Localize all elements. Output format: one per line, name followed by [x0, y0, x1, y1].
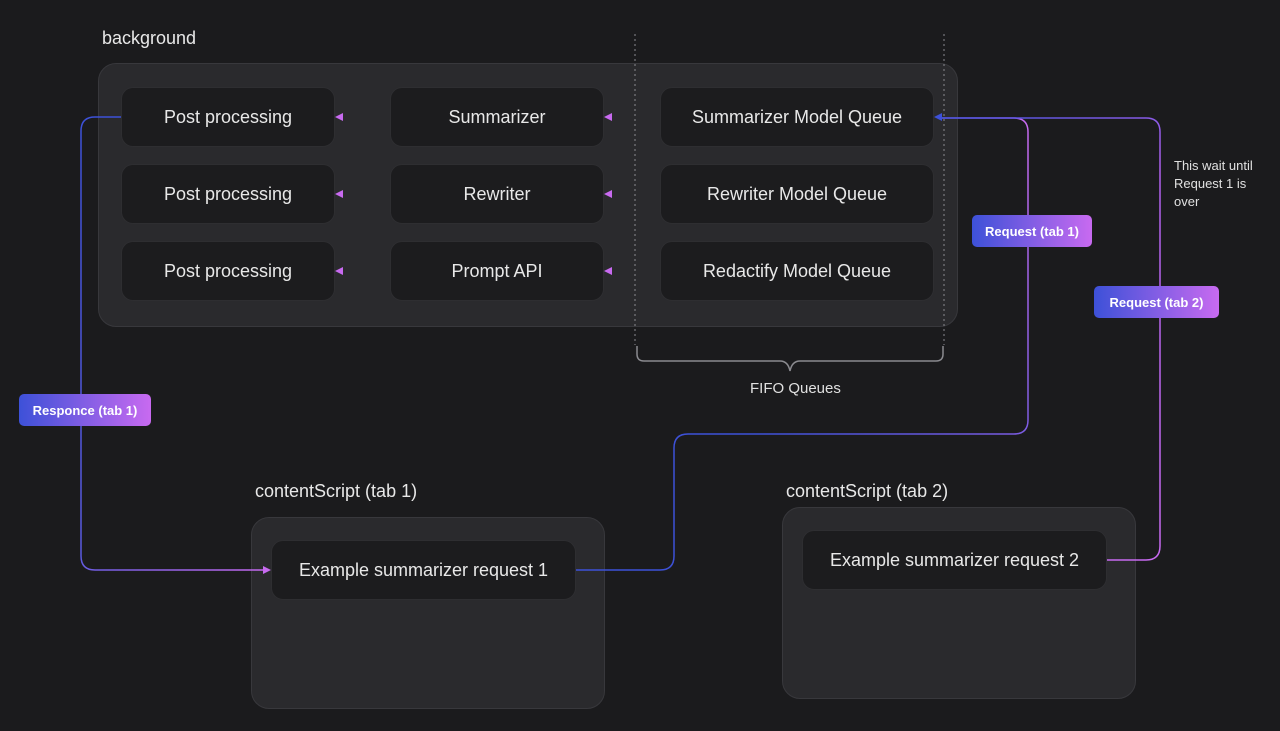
- tag-label: Request (tab 1): [985, 223, 1079, 239]
- node-label: Post processing: [163, 106, 293, 127]
- rewriter-queue-node: Rewriter Model Queue: [660, 164, 934, 224]
- post-processing-node: Post processing: [121, 87, 335, 147]
- prompt-api-node: Prompt API: [390, 241, 604, 301]
- node-label: Summarizer Model Queue: [691, 106, 903, 127]
- summarizer-queue-node: Summarizer Model Queue: [660, 87, 934, 147]
- tag-label: Responce (tab 1): [32, 402, 138, 418]
- tab2-group-label: contentScript (tab 2): [786, 481, 949, 501]
- summarizer-node: Summarizer: [390, 87, 604, 147]
- post-processing-node: Post processing: [121, 241, 335, 301]
- wait-note: This wait until Request 1 is over: [1174, 158, 1253, 209]
- redactify-queue-node: Redactify Model Queue: [660, 241, 934, 301]
- node-label: Example summarizer request 1: [298, 559, 549, 580]
- background-group-label: background: [102, 28, 197, 48]
- node-label: Prompt API: [451, 260, 543, 281]
- node-label: Example summarizer request 2: [829, 549, 1080, 570]
- node-label: Post processing: [163, 183, 293, 204]
- tag-label: Request (tab 2): [1109, 294, 1204, 310]
- request-tab1-tag: Request (tab 1): [972, 215, 1092, 247]
- tab2-request-node: Example summarizer request 2: [802, 530, 1107, 590]
- rewriter-node: Rewriter: [390, 164, 604, 224]
- tab1-group-label: contentScript (tab 1): [255, 481, 418, 501]
- node-label: Redactify Model Queue: [702, 260, 892, 281]
- node-label: Post processing: [163, 260, 293, 281]
- request-tab2-tag: Request (tab 2): [1094, 286, 1219, 318]
- fifo-brace: [636, 346, 944, 372]
- post-processing-node: Post processing: [121, 164, 335, 224]
- fifo-queues-label: FIFO Queues: [750, 380, 841, 397]
- node-label: Rewriter Model Queue: [706, 183, 888, 204]
- node-label: Summarizer: [448, 106, 546, 127]
- tab1-request-node: Example summarizer request 1: [271, 540, 576, 600]
- request-tab2-wire: [940, 117, 1161, 561]
- response-tab1-tag: Responce (tab 1): [19, 394, 151, 426]
- node-label: Rewriter: [463, 183, 531, 204]
